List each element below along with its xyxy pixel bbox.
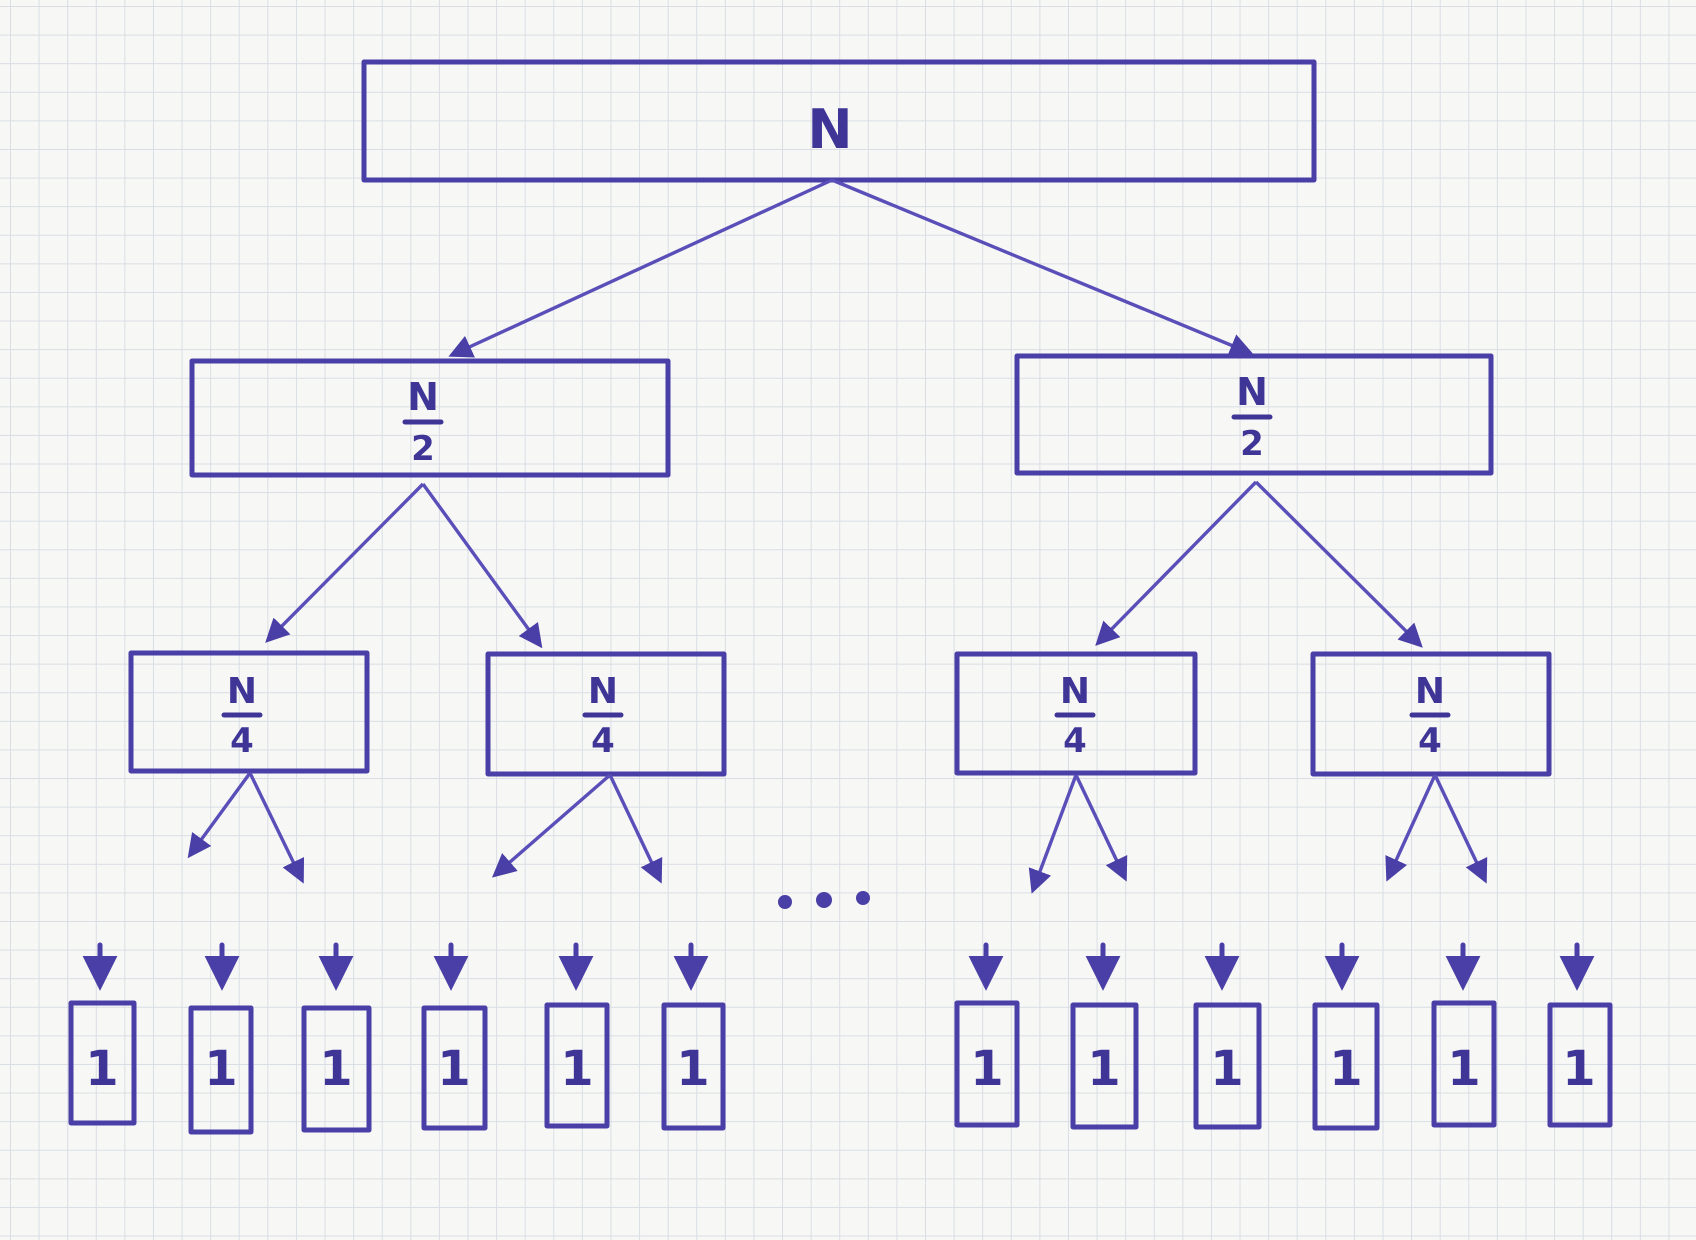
leaf-node: 1 [661,1002,726,1131]
leaf-label: 1 [1447,1041,1480,1097]
edge-root-to-right-half [831,178,1254,357]
root-label: N [807,98,852,161]
leaf-node: 1 [1070,1002,1139,1130]
edge-quarter-2-down-right [608,774,663,884]
quarter-node-1-denominator: 4 [230,721,254,761]
quarter-node-1: N 4 [128,650,370,774]
leaf-node: 1 [544,1002,610,1129]
quarter-node-2: N 4 [485,651,727,777]
edge-left-half-to-quarter-1 [265,482,425,643]
half-node-left-numerator: N [407,375,439,419]
leaf-node: 1 [188,1005,254,1135]
leaf-label: 1 [1210,1041,1243,1097]
quarter-node-2-denominator: 4 [591,721,615,761]
edge-quarter-3-down-right [1074,774,1128,882]
leaf-node: 1 [1193,1002,1262,1130]
edge-right-half-to-quarter-3 [1095,480,1258,646]
leaf-label: 1 [970,1041,1003,1097]
leaf-node: 1 [301,1005,372,1133]
edge-quarter-4-down-left [1385,774,1437,882]
quarter-node-4-denominator: 4 [1418,721,1442,761]
leaf-label: 1 [1329,1041,1362,1097]
leaf-node: 1 [421,1005,488,1131]
leaf-label: 1 [560,1041,593,1097]
leaf-node: 1 [1431,1000,1497,1128]
leaf-label: 1 [1087,1041,1120,1097]
half-node-right-denominator: 2 [1240,424,1264,464]
leaf-node: 1 [1312,1002,1380,1131]
edge-quarter-3-down-left [1028,774,1078,894]
edge-root-to-left-half [448,178,833,358]
half-node-left: N 2 [189,358,671,478]
quarter-node-1-numerator: N [227,671,257,712]
leaf-node: 1 [954,1000,1020,1128]
quarter-node-4-numerator: N [1415,671,1445,712]
leaf-arrows [82,942,1595,991]
quarter-node-4: N 4 [1310,651,1552,777]
edge-left-half-to-quarter-2 [421,483,543,649]
ellipsis [778,891,870,909]
half-node-right: N 2 [1014,353,1494,476]
half-node-left-denominator: 2 [411,429,435,469]
leaf-label: 1 [676,1041,709,1097]
root-node: N [361,59,1317,183]
leaf-label: 1 [437,1041,470,1097]
quarter-node-3-numerator: N [1060,671,1090,712]
leaf-label: 1 [204,1041,237,1097]
edge-quarter-1-down-left [187,771,252,859]
edge-quarter-4-down-right [1433,774,1488,884]
leaf-label: 1 [85,1041,118,1097]
leaf-node: 1 [68,1000,137,1126]
quarter-node-3: N 4 [954,651,1198,776]
quarter-node-3-denominator: 4 [1063,721,1087,761]
leaf-node: 1 [1547,1002,1613,1128]
leaf-label: 1 [319,1041,352,1097]
edge-quarter-2-down-left [492,773,612,878]
edge-quarter-1-down-right [248,772,305,884]
edge-right-half-to-quarter-4 [1254,480,1423,648]
quarter-node-2-numerator: N [588,671,618,712]
half-node-right-numerator: N [1236,370,1268,414]
leaf-label: 1 [1562,1041,1595,1097]
